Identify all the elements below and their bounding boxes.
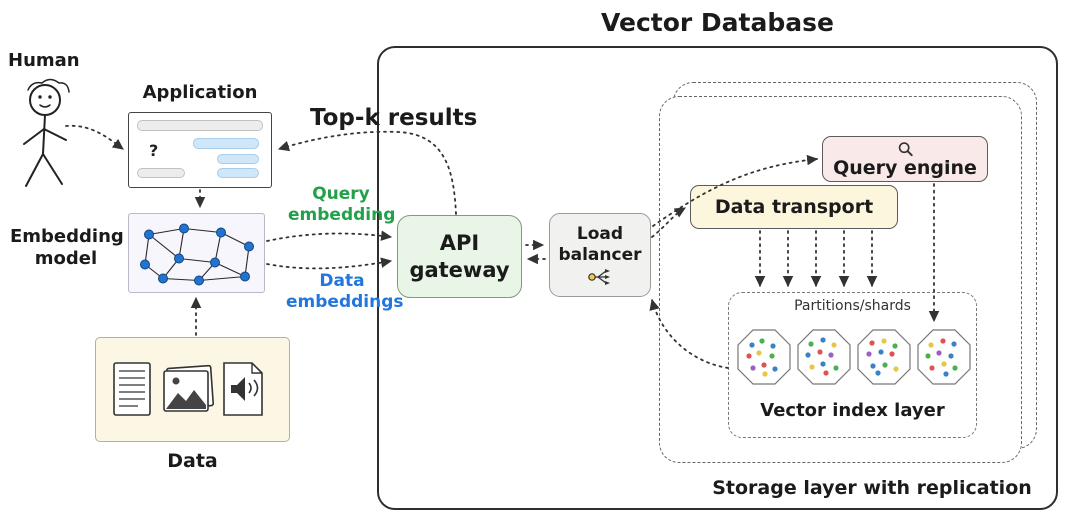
application-window: ? <box>128 112 272 188</box>
human-stick-figure-icon <box>23 78 70 187</box>
data-transport-label: Data transport <box>714 196 874 218</box>
query-engine-node: Query engine <box>822 136 988 182</box>
load-balancer-label: Load balancer <box>558 223 642 265</box>
arrow-query-embedding <box>266 230 393 242</box>
data-embeddings-label: Data embeddings <box>286 271 404 312</box>
document-icon <box>112 361 151 416</box>
neural-network-icon <box>140 223 254 286</box>
image-icon <box>162 364 214 412</box>
partition-shard-icon <box>737 329 791 385</box>
app-question-mark: ? <box>149 141 159 160</box>
vector-index-layer-label: Vector index layer <box>760 400 945 421</box>
app-result-item <box>217 154 259 164</box>
arrow-data-embeddings <box>266 257 393 270</box>
data-transport-node: Data transport <box>690 185 898 229</box>
data-sources-container <box>95 337 290 442</box>
vector-database-title: Vector Database <box>601 8 834 37</box>
embedding-model-label: Embedding model <box>10 226 124 269</box>
data-icons <box>112 361 263 416</box>
embedding-model-node <box>128 213 265 293</box>
partitions-shards-label: Partitions/shards <box>794 298 911 314</box>
api-gateway-label: API gateway <box>409 231 510 282</box>
partition-shard-icon <box>797 329 851 385</box>
app-search-bar <box>137 120 263 131</box>
partition-shard-icon <box>857 329 911 385</box>
load-balancer-node: Load balancer <box>549 213 651 297</box>
audio-file-icon <box>222 361 263 416</box>
human-label: Human <box>8 50 80 71</box>
query-embedding-label: Query embedding <box>288 184 396 225</box>
partition-shard-icon <box>917 329 971 385</box>
top-k-results-label: Top-k results <box>310 105 478 131</box>
application-label: Application <box>142 82 258 103</box>
app-result-item <box>193 138 259 149</box>
api-gateway-node: API gateway <box>397 215 522 298</box>
app-result-item <box>217 168 259 178</box>
query-engine-label: Query engine <box>833 157 977 179</box>
app-footer-bar <box>137 168 185 178</box>
magnifier-icon <box>898 142 913 157</box>
load-balancer-icon <box>588 269 610 286</box>
data-label: Data <box>167 450 218 472</box>
storage-layer-label: Storage layer with replication <box>712 477 1032 499</box>
